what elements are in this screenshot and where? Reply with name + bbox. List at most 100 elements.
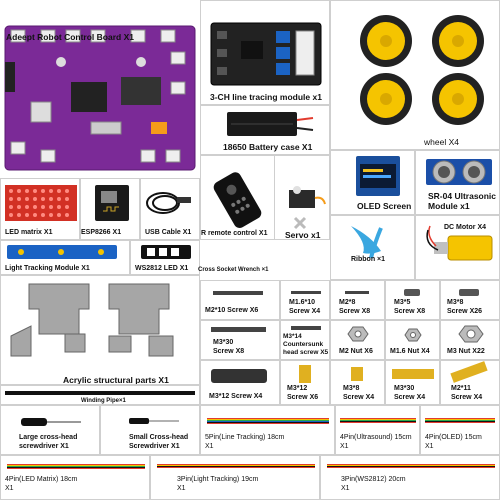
screw-m3-14-cell: M3*14 Countersunk head screw X5 xyxy=(280,320,330,360)
nut-m3-cell: M3 Nut X22 xyxy=(440,320,500,360)
ws2812-cell: WS2812 LED X1 xyxy=(130,240,200,275)
nut-m16-cell: M1.6 Nut X4 xyxy=(385,320,440,360)
line-tracing-cell: 3-CH line tracing module x1 xyxy=(200,0,330,105)
nut-m3-label: M3 Nut X22 xyxy=(447,348,485,355)
wheel-label: wheel X4 xyxy=(424,137,459,147)
cable-3pin-light-label2: X1 xyxy=(177,485,186,492)
standoff-m2-11-cell: M2*11 Screw X4 xyxy=(440,360,500,405)
light-tracking-cell: Light Tracking Module X1 xyxy=(0,240,130,275)
screw-m3-5-cell: M3*5 Screw X8 xyxy=(385,280,440,320)
cable-3pin-ws2812-label2: X1 xyxy=(341,485,350,492)
servo-cell: Servo x1 xyxy=(275,155,330,240)
screw-m16-10-image xyxy=(291,291,321,294)
esp8266-label: ESP8266 X1 xyxy=(81,229,122,236)
standoff-m3-12-cell: M3*12 Screw X6 xyxy=(280,360,330,405)
oled-cell: OLED Screen xyxy=(330,150,415,215)
control-board-label: Adeept Robot Control Board X1 xyxy=(6,32,134,42)
nut-m16-image xyxy=(404,328,422,342)
dc-motor-label: DC Motor X4 xyxy=(444,224,486,231)
standoff-m3-8-label1: M3*8 xyxy=(343,385,360,392)
nut-m2-cell: M2 Nut X6 xyxy=(330,320,385,360)
ws2812-image xyxy=(141,245,191,259)
screw-m2-8-label2: Screw X8 xyxy=(339,308,371,315)
standoff-m3-30-cell: M3*30 Screw X4 xyxy=(385,360,440,405)
standoff-m2-11-image xyxy=(450,361,488,383)
screw-m3-8-label1: M3*8 xyxy=(447,299,464,306)
cable-3pin-ws2812-cell: 3Pin(WS2812) 20cm X1 xyxy=(320,455,500,500)
led-matrix-label: LED matrix X1 xyxy=(5,229,53,236)
standoff-m2-11-label2: Screw X4 xyxy=(451,394,483,401)
large-screwdriver-image xyxy=(21,418,81,426)
screw-m3-14-label1: M3*14 xyxy=(283,333,302,340)
cable-4pin-ultrasound-label2: X1 xyxy=(340,443,349,450)
screw-m3-30-label1: M3*30 xyxy=(213,339,234,346)
screw-m2-8-image xyxy=(345,291,369,294)
acrylic-label: Acrylic structural parts X1 xyxy=(63,375,169,385)
light-tracking-label: Light Tracking Module X1 xyxy=(5,265,90,272)
ws2812-label: WS2812 LED X1 xyxy=(135,265,189,272)
ribbon-cell: Ribbon ×1 xyxy=(330,215,415,280)
standoff-m3-12-label1: M3*12 xyxy=(287,385,308,392)
screw-m3-5-image xyxy=(404,289,420,296)
oled-label: OLED Screen xyxy=(357,201,412,211)
standoff-m3-12-label2: Screw X6 xyxy=(287,394,319,401)
screw-m3-14-image xyxy=(291,326,321,330)
cable-5pin-label2: X1 xyxy=(205,443,214,450)
standoff-m3-12-image xyxy=(299,365,311,383)
cable-5pin-label1: 5Pin(Line Tracking) 18cm xyxy=(205,434,285,441)
cable-4pin-led-label1: 4Pin(LED Matrix) 18cm xyxy=(5,476,78,483)
standoff-m3-30-label1: M3*30 xyxy=(394,385,415,392)
ultrasonic-cell: SR-04 Ultrasonic Module x1 xyxy=(415,150,500,215)
screw-m3-12-label: M3*12 Screw X4 xyxy=(209,393,263,400)
led-matrix-image xyxy=(5,185,77,221)
battery-case-label: 18650 Battery case X1 xyxy=(223,142,313,152)
wheel-image xyxy=(360,15,484,125)
nut-m3-image xyxy=(458,325,484,343)
ir-remote-cell: IR remote control X1 xyxy=(200,155,275,240)
line-tracing-image xyxy=(210,22,322,86)
wheel-cell: wheel X4 xyxy=(330,0,500,150)
cable-4pin-led-image xyxy=(7,464,145,469)
battery-case-cell: 18650 Battery case X1 xyxy=(200,105,330,155)
cable-4pin-ultrasound-image xyxy=(340,418,416,423)
esp8266-cell: ESP8266 X1 xyxy=(80,178,140,240)
screw-m3-30-label2: Screw X8 xyxy=(213,348,245,355)
standoff-m3-8-cell: M3*8 Screw X4 xyxy=(330,360,385,405)
screw-m3-8-cell: M3*8 Screw X26 xyxy=(440,280,500,320)
line-tracing-label: 3-CH line tracing module x1 xyxy=(210,92,322,102)
cable-4pin-led-cell: 4Pin(LED Matrix) 18cm X1 xyxy=(0,455,150,500)
light-tracking-image xyxy=(7,245,117,259)
cable-5pin-image xyxy=(207,418,329,424)
ribbon-image xyxy=(351,226,383,259)
screw-m3-12-cell: M3*12 Screw X4 xyxy=(200,360,280,405)
ultrasonic-image xyxy=(426,159,492,185)
esp8266-image xyxy=(95,185,129,221)
winding-pipe-image xyxy=(5,391,195,395)
winding-pipe-cell: Winding Pipe×1 xyxy=(0,385,200,405)
acrylic-image xyxy=(10,283,174,357)
cable-3pin-light-image xyxy=(157,464,315,468)
usb-cable-image xyxy=(146,192,191,214)
ir-remote-image xyxy=(213,172,262,228)
cable-3pin-light-cell: 3Pin(Light Tracking) 19cm X1 xyxy=(150,455,320,500)
usb-cable-cell: USB Cable X1 xyxy=(140,178,200,240)
led-matrix-cell: LED matrix X1 xyxy=(0,178,80,240)
screw-m3-30-cell: M3*30 Screw X8 xyxy=(200,320,280,360)
screw-m16-10-label1: M1.6*10 xyxy=(289,299,316,306)
standoff-m2-11-label1: M2*11 xyxy=(451,385,471,392)
screw-m3-5-label2: Screw X8 xyxy=(394,308,426,315)
standoff-m3-8-image xyxy=(351,367,363,381)
control-board-cell xyxy=(1,22,200,178)
servo-label: Servo x1 xyxy=(285,230,321,240)
small-screwdriver-label2: Screwdriver X1 xyxy=(129,443,180,450)
small-screwdriver-image xyxy=(129,418,179,424)
large-screwdriver-label1: Large cross-head xyxy=(19,434,78,441)
cable-4pin-oled-label1: 4Pin(OLED) 15cm xyxy=(425,434,482,441)
winding-pipe-label: Winding Pipe×1 xyxy=(81,398,126,404)
screw-m3-14-label3: head screw X5 xyxy=(283,349,329,356)
screw-m3-12-image xyxy=(211,369,267,383)
screw-m2-10-image xyxy=(213,291,263,295)
ir-remote-label: IR remote control X1 xyxy=(200,230,268,237)
small-screwdriver-label1: Small Cross-head xyxy=(129,434,189,441)
dc-motor-cell: DC Motor X4 xyxy=(415,215,500,280)
